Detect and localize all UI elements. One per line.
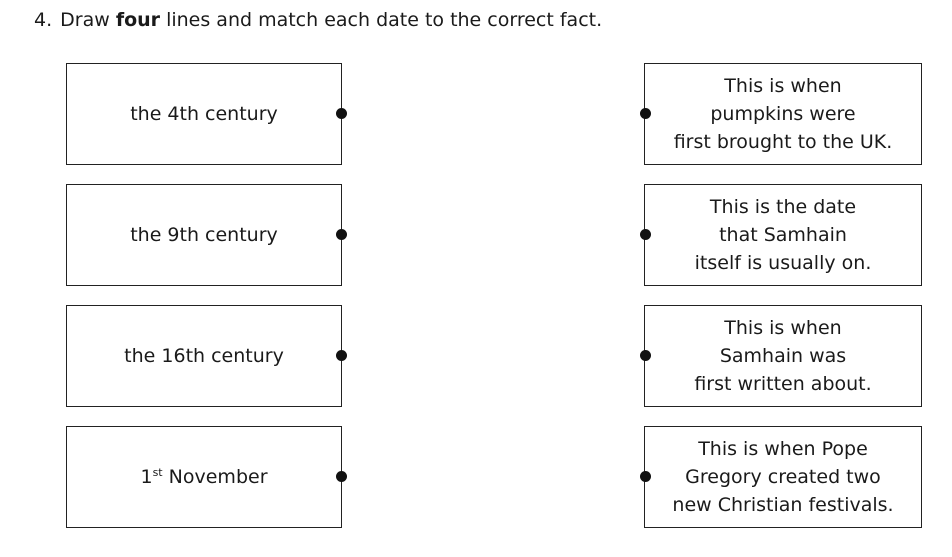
fact-line: Gregory created two (685, 466, 881, 488)
fact-line: This is when Pope (698, 438, 868, 460)
date-1-connection-dot[interactable] (336, 108, 347, 119)
question-number: 4. (34, 9, 53, 31)
date-label: the 4th century (130, 103, 278, 125)
fact-line: first written about. (694, 373, 872, 395)
fact-box-3: This is when Samhain was first written a… (644, 305, 922, 407)
question-text-start: Draw (60, 9, 116, 31)
fact-line: Samhain was (719, 345, 847, 367)
question-text-bold: four (115, 9, 161, 31)
date-box-1: the 4th century (66, 63, 342, 165)
fact-line: first brought to the UK. (673, 131, 893, 153)
fact-line: new Christian festivals. (672, 494, 894, 516)
fact-box-4: This is when Pope Gregory created two ne… (644, 426, 922, 528)
date-label: the 9th century (130, 224, 278, 246)
date-day: 1 (140, 466, 153, 488)
question-text-end: lines and match each date to the correct… (160, 9, 603, 31)
fact-line: This is when (724, 75, 842, 97)
fact-box-2: This is the date that Samhain itself is … (644, 184, 922, 286)
date-label: the 16th century (124, 345, 284, 367)
fact-line: pumpkins were (710, 103, 856, 125)
date-box-3: the 16th century (66, 305, 342, 407)
fact-1-connection-dot[interactable] (640, 108, 651, 119)
fact-text: This is the date that Samhain itself is … (689, 193, 878, 277)
fact-line: that Samhain (719, 224, 847, 246)
date-month: November (162, 466, 268, 488)
date-box-2: the 9th century (66, 184, 342, 286)
date-box-4: 1st November (66, 426, 342, 528)
date-label: 1st November (140, 463, 267, 491)
fact-line: This is the date (709, 196, 857, 218)
date-3-connection-dot[interactable] (336, 350, 347, 361)
fact-4-connection-dot[interactable] (640, 471, 651, 482)
fact-line: This is when (724, 317, 842, 339)
question-prompt: 4. Draw four lines and match each date to… (34, 8, 602, 32)
date-4-connection-dot[interactable] (336, 471, 347, 482)
fact-line: itself is usually on. (694, 252, 872, 274)
fact-text: This is when Pope Gregory created two ne… (666, 435, 899, 519)
fact-box-1: This is when pumpkins were first brought… (644, 63, 922, 165)
fact-2-connection-dot[interactable] (640, 229, 651, 240)
fact-text: This is when pumpkins were first brought… (668, 72, 899, 156)
date-2-connection-dot[interactable] (336, 229, 347, 240)
date-ordinal-suffix: st (152, 466, 163, 479)
fact-text: This is when Samhain was first written a… (688, 314, 877, 398)
fact-3-connection-dot[interactable] (640, 350, 651, 361)
